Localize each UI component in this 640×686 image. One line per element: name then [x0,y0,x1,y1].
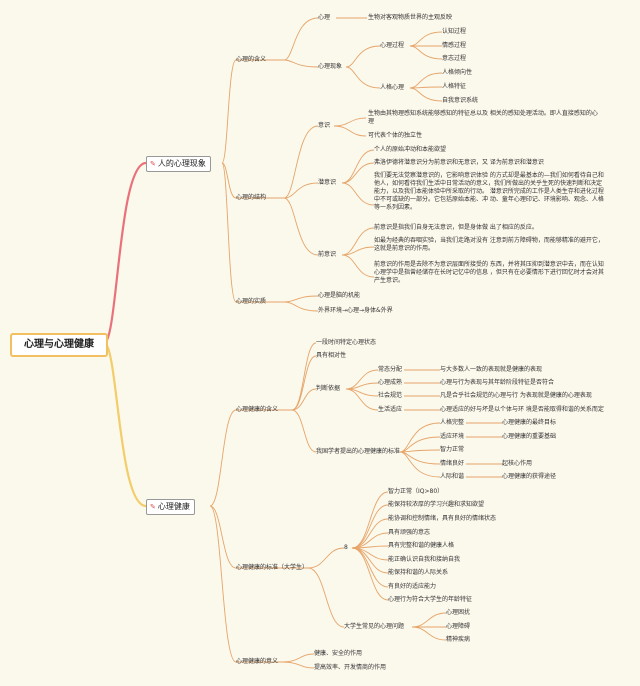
leaf-essence-2[interactable]: 外界环境→心理→身体&外界 [318,307,393,314]
leaf-renge-3[interactable]: 自我意识系统 [442,97,479,104]
leaf-renge-1[interactable]: 人格倾向性 [442,69,473,76]
leaf-std-3[interactable]: 能协调和控制情绪，具有良好的情绪状态 [388,515,497,522]
leaf-guocheng-3[interactable]: 意志过程 [442,55,467,62]
node-stem-8[interactable]: 8 [344,544,348,551]
leaf-std-7[interactable]: 能保持和谐的人际关系 [388,569,449,576]
node-psych-essence[interactable]: 心理的实质 [236,298,267,305]
node-qianyishi[interactable]: 潜意识 [318,179,337,186]
leaf-crit-2-val[interactable]: 心理与行为表现与其年龄阶段特征是否符合 [440,379,555,386]
branch-label: 心理健康 [157,502,190,511]
leaf-sch-5-key[interactable]: 人际和谐 [440,473,465,480]
leaf-std-1[interactable]: 智力正常（IQ>80） [388,488,444,495]
leaf-sch-3-key[interactable]: 智力正常 [440,446,465,453]
leaf-crit-4-key[interactable]: 生活适应 [378,406,403,413]
leaf-prob-3[interactable]: 精神疾病 [446,636,471,643]
node-guocheng[interactable]: 心理过程 [380,42,405,49]
node-health-significance[interactable]: 心理健康的意义 [236,658,279,665]
leaf-sch-1-key[interactable]: 人格完整 [440,419,465,426]
node-health-standard[interactable]: 心理健康的标准（大学生） [236,564,309,571]
node-psych-meaning[interactable]: 心理的含义 [236,56,267,63]
branch-label: 人的心理现象 [157,159,206,168]
leaf-std-8[interactable]: 有良好的适应能力 [388,583,437,590]
leaf-prob-1[interactable]: 心理困扰 [446,609,471,616]
leaf-health-2[interactable]: 具有相对性 [316,352,347,359]
leaf-crit-1-key[interactable]: 常态分配 [378,366,403,373]
leaf-sch-4-val[interactable]: 起核心作用 [502,460,533,467]
leaf-renge-2[interactable]: 人格特征 [442,83,467,90]
leaf-yishi-2[interactable]: 可代表个体的独立性 [368,132,423,139]
leaf-qian-2[interactable]: 弗洛伊德将潜意识分为前意识和无意识，又 译为前意识和潜意识 [374,159,544,166]
leaf-crit-3-val[interactable]: 凡是合乎社会规范的心理与行 为表现就是健康的心理表现 [440,392,592,399]
leaf-prob-2[interactable]: 心理障碍 [446,623,471,630]
leaf-sch-4-key[interactable]: 情绪良好 [440,460,465,467]
leaf-qian-1[interactable]: 个人的原始冲动和本能欲望 [374,146,447,153]
leaf-std-6[interactable]: 能正确认识自我和接纳自我 [388,556,461,563]
node-qianyishi-pre[interactable]: 前意识 [318,251,337,258]
leaf-health-1[interactable]: 一段时间特定心理状态 [316,339,377,346]
node-problems[interactable]: 大学生常见的心理问题 [344,623,405,630]
leaf-std-9[interactable]: 心理行为符合大学生的年龄特征 [388,596,473,603]
leaf-pre-1[interactable]: 前意识是指我们自身无法意识，但是身体做 出了相应的反应。 [374,224,538,231]
leaf-crit-1-val[interactable]: 与大多数人一致的表现就是健康的表现 [440,366,543,373]
leaf-essence-1[interactable]: 心理是脑的机能 [318,292,361,299]
leaf-guocheng-2[interactable]: 情感过程 [442,42,467,49]
leaf-xinli-desc[interactable]: 生物对客观物质世界的主观反映 [368,14,453,21]
leaf-sch-1-val[interactable]: 心理健康的最终目标 [502,419,557,426]
leaf-guocheng-1[interactable]: 认知过程 [442,28,467,35]
node-renge[interactable]: 人格心理 [380,84,405,91]
node-yishi[interactable]: 意识 [318,122,331,129]
leaf-sig-1[interactable]: 健康、安全的作用 [314,650,363,657]
leaf-qian-3[interactable]: 我们要无法觉察潜意识的，它影响意识体验 的方式却是最基本的—我们如何看待自己和 … [374,172,604,211]
ruler-pencil-icon: ✎ [150,503,156,511]
leaf-yishi-1[interactable]: 生物由其物理感知系统能够感知的特征总以及 相关的感知处理活动。即人直接感知的心理 [368,110,598,125]
ruler-pencil-icon: ✎ [150,160,156,168]
branch-mental-phenomena[interactable]: ✎人的心理现象 [146,156,211,172]
node-psych-structure[interactable]: 心理的结构 [236,194,267,201]
node-xianxiang[interactable]: 心理现象 [318,63,343,70]
leaf-std-2[interactable]: 能保持较浓厚的学习兴趣和求知欲望 [388,501,485,508]
root-node[interactable]: 心理与心理健康 [10,333,108,357]
node-xinli[interactable]: 心理 [318,14,331,21]
leaf-sig-2[interactable]: 提高效率、开发情商的作用 [314,664,387,671]
leaf-sch-5-val[interactable]: 心理健康的获得途径 [502,473,557,480]
leaf-sch-2-key[interactable]: 适应环境 [440,433,465,440]
leaf-sch-2-val[interactable]: 心理健康的重要基础 [502,433,557,440]
leaf-std-4[interactable]: 具有顽强的意志 [388,529,431,536]
node-scholars[interactable]: 我国学者提出的心理健康的标准 [316,448,401,455]
branch-mental-health[interactable]: ✎心理健康 [146,499,195,515]
node-health-meaning[interactable]: 心理健康的含义 [236,406,279,413]
leaf-crit-3-key[interactable]: 社会规范 [378,392,403,399]
leaf-std-5[interactable]: 具有完整和谐的健康人格 [388,542,455,549]
leaf-crit-2-key[interactable]: 心理成熟 [378,379,403,386]
node-criteria[interactable]: 判断依据 [316,385,341,392]
leaf-pre-2[interactable]: 如最为经典的吞咽实验，当我们走路对没有 注意到前方障碍物，而能够精准的避开它， … [374,237,604,252]
leaf-pre-3[interactable]: 前意识的作用是去除不为意识层面所接受的 东西，并将其压抑到潜意识中去，而在认知 … [374,261,604,284]
leaf-crit-4-val[interactable]: 心理适应的好与坏是以个体与环 境是否能取得和谐的关系而定 [440,406,604,413]
